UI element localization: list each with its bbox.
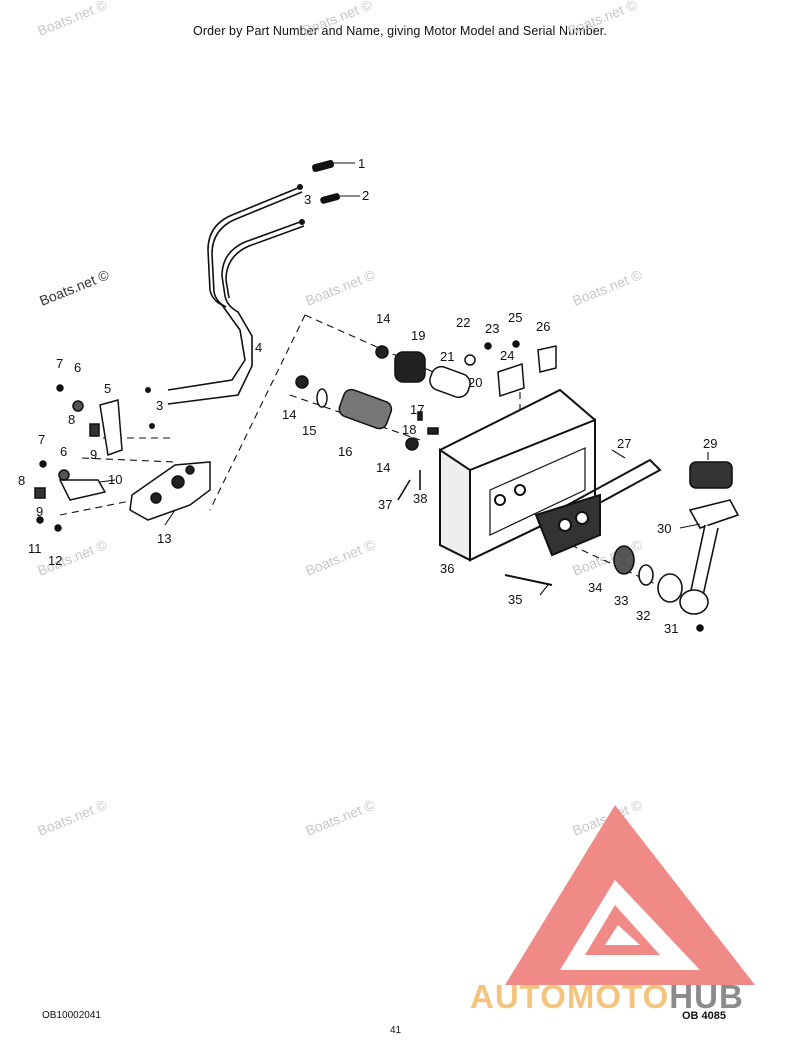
callout-label: 34 xyxy=(588,580,602,595)
watermark: Boats.net © xyxy=(565,0,640,39)
callout-label: 35 xyxy=(508,592,522,607)
callout-label: 30 xyxy=(657,521,671,536)
callout-label: 11 xyxy=(28,541,42,556)
callout-label: 3 xyxy=(304,192,311,207)
callout-label: 23 xyxy=(485,321,499,336)
watermark: Boats.net © xyxy=(35,796,110,839)
callout-label: 26 xyxy=(536,319,550,334)
page-number: 41 xyxy=(390,1025,402,1036)
bracket-assembly xyxy=(34,384,211,532)
logo-mark xyxy=(505,805,755,985)
callout-numbers: 1 2 3 3 4 5 6 6 7 7 8 8 9 9 10 11 12 13 … xyxy=(18,156,717,636)
callout-label: 17 xyxy=(410,402,424,417)
watermark: Boats.net © xyxy=(303,536,378,579)
watermark: Boats.net © xyxy=(570,266,645,309)
callout-label: 9 xyxy=(36,504,43,519)
logo-text-primary: AUTOMOTO xyxy=(470,978,670,1015)
callout-label: 7 xyxy=(38,432,45,447)
callout-label: 29 xyxy=(703,436,717,451)
callout-label: 21 xyxy=(440,349,454,364)
watermark: Boats.net © xyxy=(303,796,378,839)
logo-text-accent: HUB xyxy=(669,978,744,1015)
watermark: Boats.net © xyxy=(35,0,110,39)
callout-leaders xyxy=(99,162,709,596)
callout-label: 14 xyxy=(282,407,296,422)
callout-label: 8 xyxy=(18,473,25,488)
watermark: Boats.net © xyxy=(35,536,110,579)
watermark: Boats.net © xyxy=(37,266,112,309)
callout-label: 15 xyxy=(302,423,316,438)
callout-label: 14 xyxy=(376,460,390,475)
callout-label: 14 xyxy=(376,311,390,326)
callout-label: 37 xyxy=(378,497,392,512)
callout-label: 2 xyxy=(362,188,369,203)
callout-label: 9 xyxy=(90,447,97,462)
callout-label: 6 xyxy=(60,444,67,459)
throttle-shift-cables xyxy=(167,187,305,405)
callout-label: 13 xyxy=(157,531,171,546)
page-header: Order by Part Number and Name, giving Mo… xyxy=(193,24,607,38)
callout-label: 22 xyxy=(456,315,470,330)
callout-label: 19 xyxy=(411,328,425,343)
callout-label: 1 xyxy=(358,156,365,171)
callout-label: 32 xyxy=(636,608,650,623)
callout-label: 16 xyxy=(338,444,352,459)
callout-label: 5 xyxy=(104,381,111,396)
callout-label: 36 xyxy=(440,561,454,576)
callout-label: 27 xyxy=(617,436,631,451)
shaft-assembly xyxy=(295,340,557,451)
callout-label: 3 xyxy=(156,398,163,413)
footer-drawing-code: OB10002041 xyxy=(42,1010,101,1021)
callout-label: 10 xyxy=(108,472,122,487)
footer-catalog-code: OB 4085 xyxy=(682,1010,727,1022)
watermark: Boats.net © xyxy=(300,0,375,39)
callout-label: 18 xyxy=(402,422,416,437)
callout-label: 8 xyxy=(68,412,75,427)
callout-label: 6 xyxy=(74,360,81,375)
watermark: Boats.net © xyxy=(303,266,378,309)
callout-label: 20 xyxy=(468,375,482,390)
callout-label: 7 xyxy=(56,356,63,371)
logo-wordmark: AUTOMOTOHUB xyxy=(470,978,744,1016)
callout-label: 33 xyxy=(614,593,628,608)
callout-label: 12 xyxy=(48,553,62,568)
throttle-lever xyxy=(397,461,740,632)
callout-label: 31 xyxy=(664,621,678,636)
gasket-plate xyxy=(534,458,662,557)
cable-ends xyxy=(145,159,341,429)
callout-label: 4 xyxy=(255,340,262,355)
callout-label: 24 xyxy=(500,348,514,363)
callout-label: 38 xyxy=(413,491,427,506)
callout-label: 25 xyxy=(508,310,522,325)
